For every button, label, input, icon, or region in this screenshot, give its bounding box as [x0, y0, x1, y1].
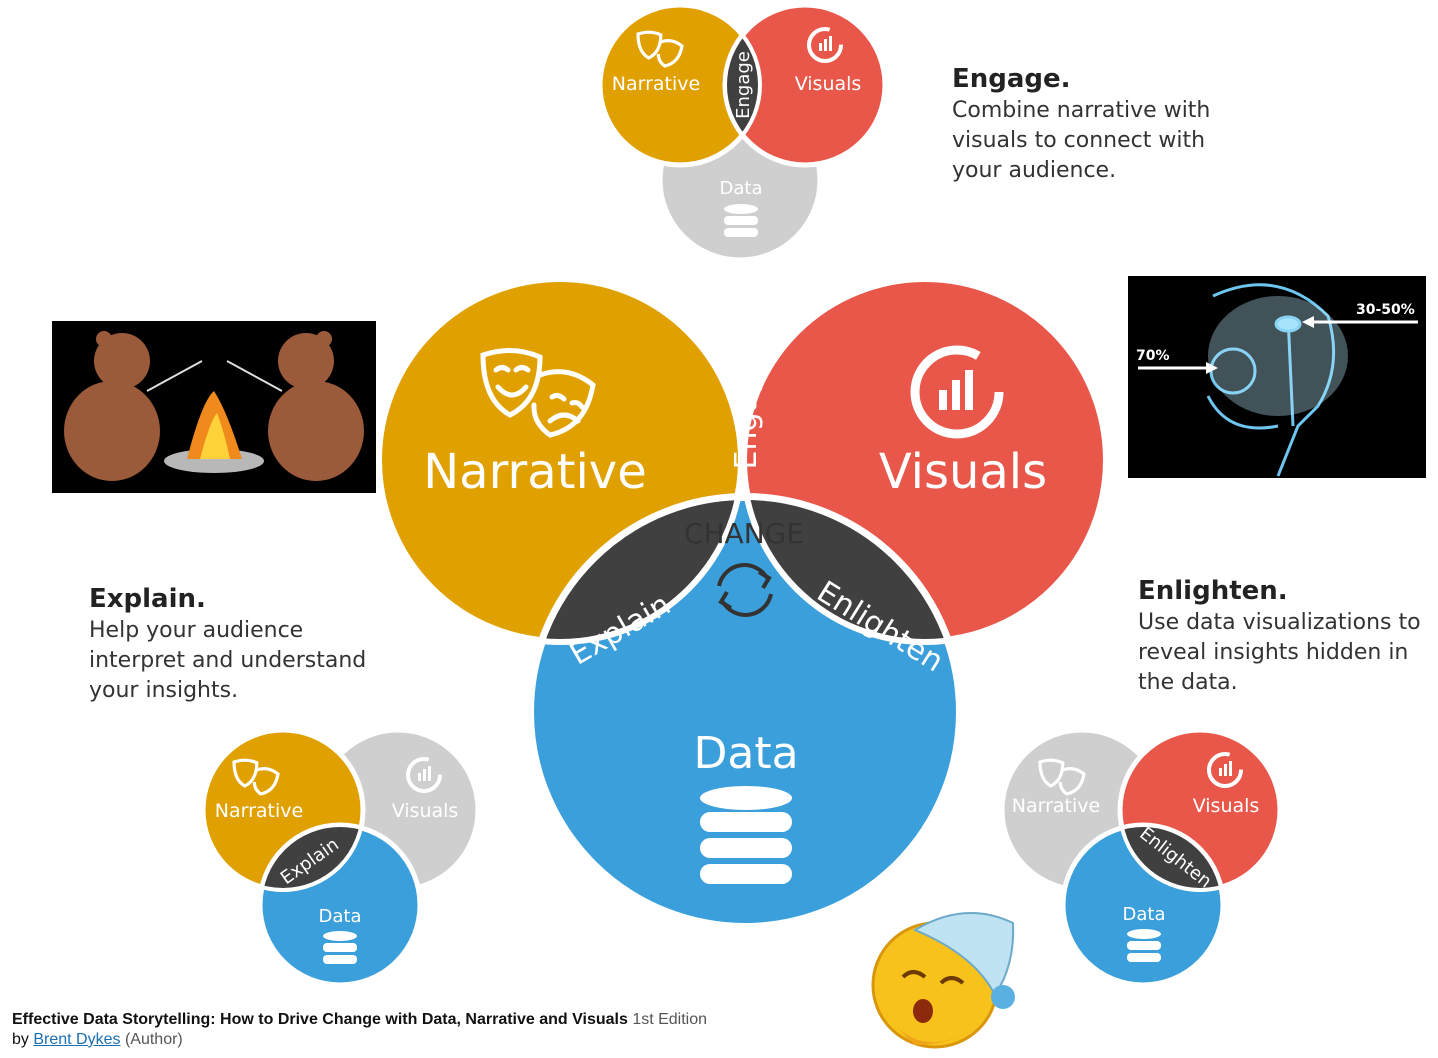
chart-gauge-icon	[910, 345, 1004, 439]
explain-heading: Explain.	[89, 584, 206, 614]
mini-engage-overlap: Engage	[733, 51, 754, 119]
mini-explain-narrative: Narrative	[215, 800, 303, 822]
engage-label: Engage	[729, 357, 764, 470]
by-label: by	[12, 1031, 29, 1048]
xray-label-70: 70%	[1136, 348, 1170, 364]
mini-venn-engage: Narrative Visuals Engage Data	[597, 2, 888, 263]
enlighten-heading: Enlighten.	[1138, 576, 1288, 606]
database-icon	[1127, 929, 1161, 962]
book-citation: Effective Data Storytelling: How to Driv…	[12, 1010, 707, 1050]
sleepy-emoji-image	[871, 912, 1015, 1049]
theater-masks-icon	[636, 30, 684, 68]
database-icon	[700, 786, 792, 884]
theater-masks-icon	[480, 348, 596, 438]
refresh-cycle-icon	[717, 563, 773, 617]
enlighten-description: Enlighten. Use data visualizations to re…	[1138, 576, 1421, 698]
database-icon	[724, 204, 758, 237]
mini-engage-data: Data	[720, 178, 763, 199]
mini-venn-explain: Narrative Visuals Explain Data	[200, 727, 481, 988]
change-label: CHANGE	[684, 517, 804, 550]
xray-head-image: 70% 30-50%	[1128, 276, 1426, 478]
narrative-label: Narrative	[423, 444, 646, 500]
mini-engage-visuals: Visuals	[795, 73, 862, 95]
engage-line-3: your audience.	[952, 158, 1117, 183]
database-icon	[323, 931, 357, 964]
author-link[interactable]: Brent Dykes	[33, 1031, 121, 1048]
author-role: (Author)	[124, 1031, 183, 1048]
chart-gauge-icon	[807, 27, 843, 63]
mini-engage-narrative: Narrative	[612, 73, 700, 95]
book-title: Effective Data Storytelling: How to Driv…	[12, 1011, 628, 1028]
explain-line-2: interpret and understand	[89, 648, 367, 673]
enlighten-line-2: reveal insights hidden in	[1138, 640, 1409, 665]
campfire-bears-image	[52, 321, 376, 493]
enlighten-overlap	[743, 497, 960, 642]
explain-line-3: your insights.	[89, 678, 239, 703]
mini-explain-data: Data	[319, 906, 362, 927]
enlighten-line-3: the data.	[1138, 670, 1238, 695]
explain-overlap	[530, 497, 742, 642]
engage-description: Engage. Combine narrative with visuals t…	[952, 64, 1210, 186]
enlighten-line-1: Use data visualizations to	[1138, 610, 1421, 635]
data-label: Data	[693, 728, 798, 779]
theater-masks-icon	[232, 758, 280, 796]
main-venn: Narrative Visuals Data Engage Explain En…	[374, 274, 1111, 931]
chart-gauge-icon	[406, 757, 442, 793]
mini-venn-enlighten: Narrative Visuals Enlighten Data	[999, 727, 1283, 988]
chart-gauge-icon	[1207, 752, 1243, 788]
explain-line-1: Help your audience	[89, 618, 304, 643]
book-edition: 1st Edition	[632, 1011, 708, 1028]
mini-enlighten-data: Data	[1123, 904, 1166, 925]
explain-description: Explain. Help your audience interpret an…	[89, 584, 366, 706]
visuals-label: Visuals	[879, 444, 1047, 500]
xray-label-30-50: 30-50%	[1356, 302, 1415, 318]
mini-explain-visuals: Visuals	[392, 800, 459, 822]
mini-enlighten-narrative: Narrative	[1012, 795, 1100, 817]
engage-line-2: visuals to connect with	[952, 128, 1206, 153]
engage-line-1: Combine narrative with	[952, 98, 1211, 123]
mini-enlighten-visuals: Visuals	[1193, 795, 1260, 817]
theater-masks-icon	[1038, 758, 1086, 796]
engage-heading: Engage.	[952, 64, 1071, 94]
